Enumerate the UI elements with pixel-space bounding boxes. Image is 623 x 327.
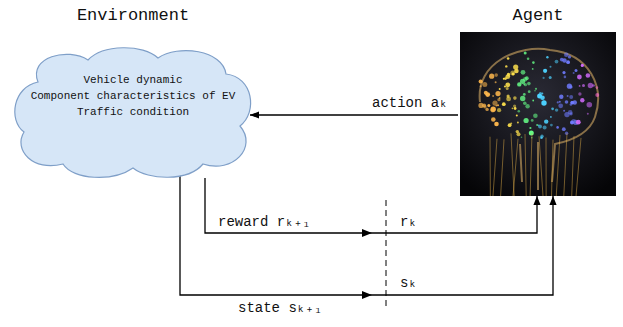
- signal-label: rₖ: [398, 213, 419, 230]
- edge-label: state sₖ₊₁: [236, 299, 324, 316]
- signal-label: sₖ: [398, 274, 419, 291]
- node-body-line: Component characteristics of EV: [8, 88, 258, 104]
- dashed-divider: [386, 200, 387, 308]
- brain-illustration: [460, 32, 616, 196]
- connector-arrow: [250, 114, 458, 115]
- node-body-line: Traffic condition: [8, 104, 258, 120]
- edge-label: reward rₖ₊₁: [216, 213, 312, 230]
- node-body-line: Vehicle dynamic: [8, 72, 258, 88]
- environment-cloud: EnvironmentVehicle dynamicComponent char…: [8, 6, 258, 182]
- agent-block: Agent: [458, 6, 618, 196]
- node-heading: Agent: [458, 6, 618, 25]
- node-heading: Environment: [8, 6, 258, 30]
- edge-label: action aₖ: [370, 94, 450, 111]
